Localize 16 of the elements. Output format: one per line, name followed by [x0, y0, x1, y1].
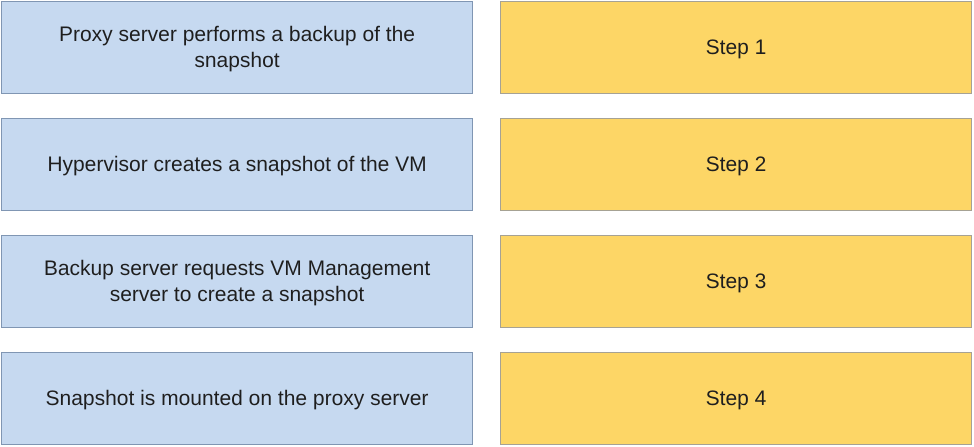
step-label: Step 3 — [706, 268, 766, 294]
task-box — [1, 352, 473, 445]
task-text: Backup server requests VM Management server to create a snapshot — [42, 256, 432, 308]
task-box — [1, 1, 473, 94]
step-box — [500, 352, 972, 445]
step-label: Step 4 — [706, 386, 766, 412]
step-box — [500, 235, 972, 328]
step-box — [500, 1, 972, 94]
task-box — [1, 235, 473, 328]
step-box — [500, 118, 972, 211]
task-text: Snapshot is mounted on the proxy server — [46, 386, 428, 412]
step-label: Step 1 — [706, 34, 766, 60]
task-text: Proxy server performs a backup of the snapshot — [58, 22, 416, 74]
task-text: Hypervisor creates a snapshot of the VM — [47, 152, 427, 178]
task-box — [1, 118, 473, 211]
step-label: Step 2 — [706, 152, 766, 178]
